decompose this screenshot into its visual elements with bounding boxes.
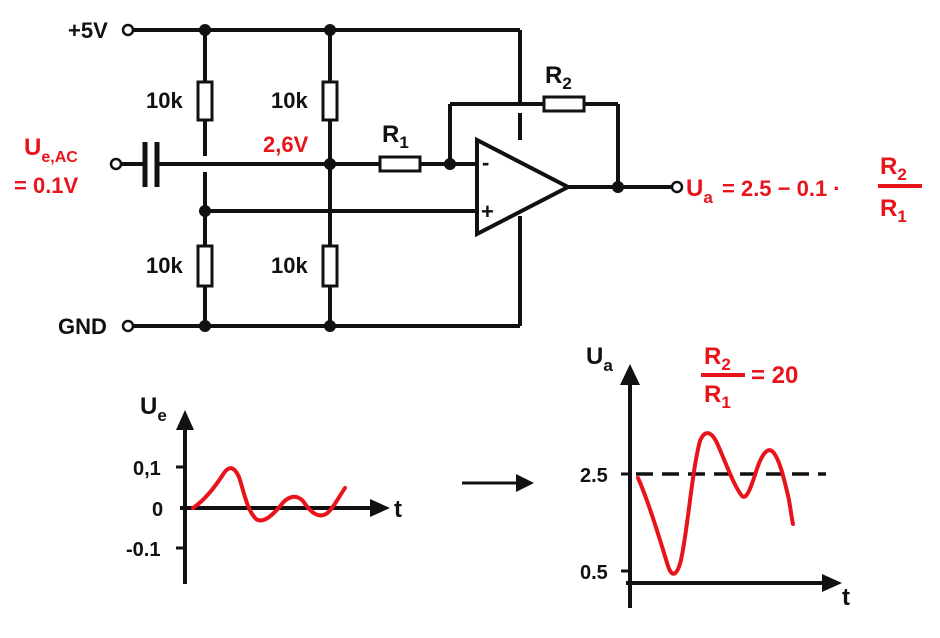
transform-arrow — [462, 474, 534, 492]
resistor-r1 — [378, 155, 422, 173]
junction-dots — [199, 24, 624, 332]
output-plot-xlabel: t — [842, 584, 850, 611]
input-plot-ylabel: Ue — [140, 393, 167, 425]
ground-terminal — [121, 319, 135, 333]
output-formula-prefix: = 2.5 − 0.1 · — [722, 176, 841, 201]
input-voltage-value: = 0.1V — [14, 173, 79, 198]
input-plot: Ue t 0,1 0 -0.1 — [126, 393, 402, 584]
r1-label: R1 — [382, 121, 409, 152]
output-fraction-denominator: R1 — [880, 195, 907, 226]
output-plot-tick-label-high: 2.5 — [580, 465, 608, 487]
resistor-r2 — [542, 95, 586, 113]
resistor-left-top-label: 10k — [146, 88, 183, 113]
resistor-right-top-label: 10k — [271, 88, 308, 113]
output-plot-y-arrow — [620, 364, 640, 385]
output-signal-curve — [636, 431, 795, 576]
gain-value: = 20 — [751, 362, 798, 389]
input-terminal — [109, 157, 123, 171]
output-plot-x-arrow — [822, 574, 842, 592]
resistor-right-bottom-label: 10k — [271, 253, 308, 278]
ground-label: GND — [58, 314, 107, 339]
supply-terminal — [121, 23, 135, 37]
opamp-plus-label: + — [481, 199, 494, 224]
input-plot-y-arrow — [176, 410, 194, 430]
resistor-right-top — [321, 80, 339, 122]
resistor-left-bottom-label: 10k — [146, 253, 183, 278]
supply-label: +5V — [68, 18, 108, 43]
resistor-left-top — [196, 80, 214, 122]
opamp-minus-label: - — [482, 150, 489, 175]
circuit-wires — [122, 28, 672, 328]
opamp-triangle — [475, 136, 573, 238]
input-plot-x-arrow — [370, 499, 390, 517]
input-plot-xlabel: t — [394, 496, 402, 523]
input-plot-tick-label-zero: 0 — [152, 499, 163, 521]
capacitor — [142, 142, 160, 187]
resistor-left-bottom — [196, 244, 214, 288]
gain-denominator: R1 — [704, 381, 731, 412]
node-voltage-label: 2,6V — [263, 132, 309, 157]
output-plot-tick-label-low: 0.5 — [580, 562, 608, 584]
input-signal-curve — [191, 466, 347, 523]
output-fraction-numerator: R2 — [880, 153, 907, 184]
r2-label: R2 — [545, 62, 572, 93]
output-plot-ylabel: Ua — [586, 343, 613, 375]
gain-numerator: R2 — [704, 343, 731, 374]
resistor-right-bottom — [321, 244, 339, 288]
input-plot-tick-label-neg: -0.1 — [126, 539, 160, 561]
output-terminal — [670, 180, 684, 194]
output-plot: Ua t 2.5 0.5 — [580, 343, 850, 611]
output-voltage-label: Ua — [686, 175, 713, 207]
input-voltage-label: Ue,AC — [24, 134, 78, 166]
input-plot-tick-label-pos: 0,1 — [133, 458, 161, 480]
